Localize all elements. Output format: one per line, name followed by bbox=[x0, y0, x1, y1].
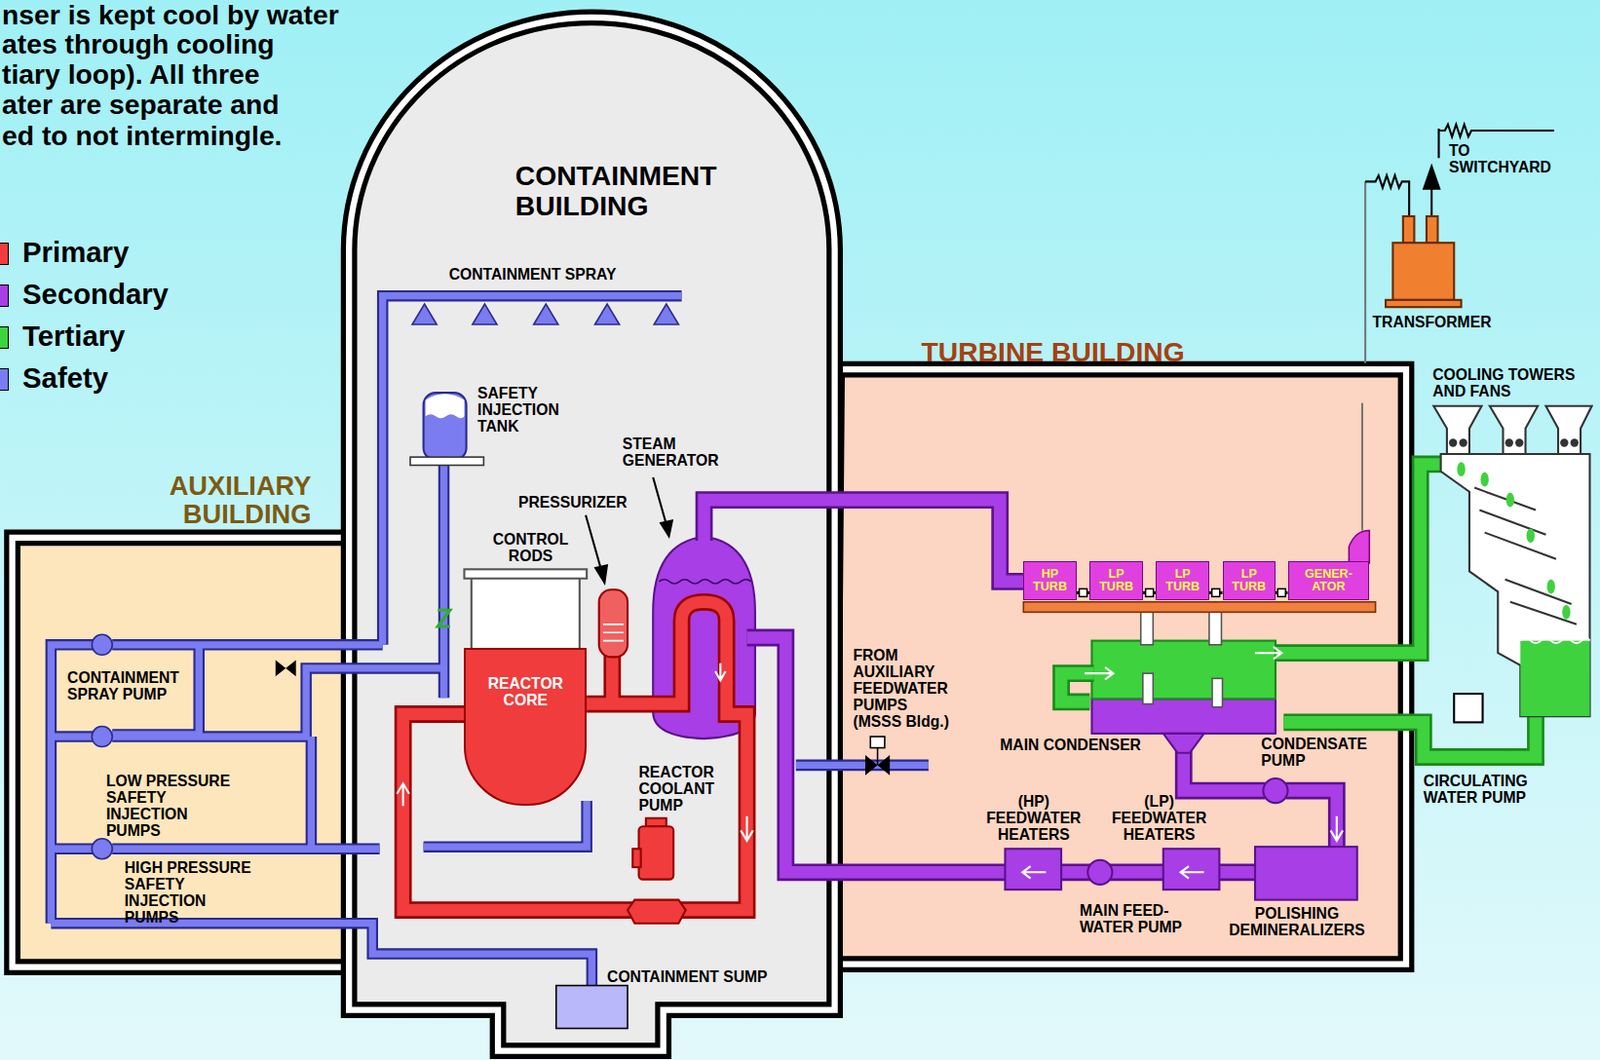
part-label: CONTAINMENT SUMP bbox=[607, 969, 767, 987]
part-label: SAFETY INJECTION TANK bbox=[477, 385, 580, 436]
part-label: LOW PRESSURE SAFETY INJECTION PUMPS bbox=[106, 773, 242, 840]
part-label: TRANSFORMER bbox=[1371, 314, 1491, 332]
legend-text: Secondary bbox=[22, 278, 169, 310]
turbine-shaft bbox=[1142, 588, 1157, 597]
building-heading: AUXILIARY BUILDING bbox=[120, 471, 312, 530]
note-text: ater are separate and bbox=[1, 89, 279, 120]
turbine-box: GENER- ATOR bbox=[1288, 561, 1371, 601]
turbine-box: LP TURB bbox=[1089, 561, 1143, 601]
turbine-shaft bbox=[1275, 588, 1289, 597]
legend-text: Safety bbox=[22, 362, 109, 394]
turbine-label: GENER- ATOR bbox=[1292, 568, 1366, 594]
note-text: ed to not intermingle. bbox=[1, 120, 282, 152]
note-text: tiary loop). All three bbox=[1, 59, 260, 90]
part-label: POLISHING DEMINERALIZERS bbox=[1219, 906, 1373, 940]
core-label: REACTOR CORE bbox=[465, 676, 585, 709]
part-label: FROM AUXILIARY FEEDWATER PUMPS (MSSS Bld… bbox=[852, 647, 955, 731]
reactor-core: REACTOR CORE bbox=[463, 647, 587, 806]
legend-swatch bbox=[0, 368, 9, 391]
turbine-label: LP TURB bbox=[1226, 568, 1272, 594]
part-label: HIGH PRESSURE SAFETY INJECTION PUMPS bbox=[124, 860, 261, 927]
part-label: COOLING TOWERS AND FANS bbox=[1432, 367, 1597, 401]
part-label: CONDENSATE PUMP bbox=[1260, 736, 1378, 770]
legend-swatch bbox=[0, 284, 9, 307]
turbine-label: HP TURB bbox=[1027, 568, 1072, 594]
part-label: CONTAINMENT SPRAY PUMP bbox=[67, 670, 200, 704]
part-label: CONTAINMENT SPRAY bbox=[449, 266, 617, 284]
legend-swatch bbox=[0, 326, 9, 349]
part-label: REACTOR COOLANT PUMP bbox=[639, 764, 736, 815]
part-label: MAIN FEED- WATER PUMP bbox=[1079, 903, 1190, 937]
turbine-shaft bbox=[1076, 588, 1091, 597]
turbine-box: LP TURB bbox=[1155, 561, 1209, 601]
legend-swatch bbox=[0, 242, 9, 266]
building-heading: CONTAINMENT BUILDING bbox=[515, 160, 781, 221]
part-label: PRESSURIZER bbox=[518, 495, 628, 512]
building-heading: TURBINE BUILDING bbox=[921, 337, 1259, 368]
turbine-label: LP TURB bbox=[1094, 568, 1140, 594]
part-label: (LP) FEEDWATER HEATERS bbox=[1103, 794, 1216, 844]
turbine-shaft bbox=[1209, 588, 1223, 597]
part-label: CONTROL RODS bbox=[479, 532, 582, 566]
part-label: (HP) FEEDWATER HEATERS bbox=[977, 794, 1090, 844]
part-label: MAIN CONDENSER bbox=[999, 737, 1142, 755]
legend-text: Tertiary bbox=[22, 320, 125, 352]
part-label: CIRCULATING WATER PUMP bbox=[1423, 773, 1541, 807]
legend-text: Primary bbox=[22, 236, 129, 268]
note-text: ates through cooling bbox=[1, 29, 275, 60]
part-label: STEAM GENERATOR bbox=[622, 436, 735, 470]
turbine-label: LP TURB bbox=[1160, 568, 1206, 594]
turbine-box: HP TURB bbox=[1023, 561, 1076, 601]
part-label: TO SWITCHYARD bbox=[1448, 143, 1572, 177]
building: CONTAINMENT BUILDING REACTOR CORE bbox=[346, 15, 838, 1057]
turbine-box: LP TURB bbox=[1222, 561, 1276, 601]
note-text: nser is kept cool by water bbox=[1, 0, 340, 31]
